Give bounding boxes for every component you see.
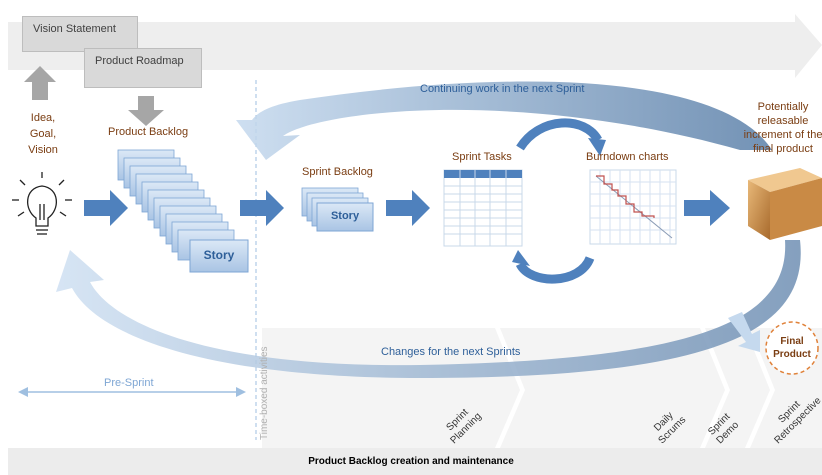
phase-chevron-planning: [262, 328, 520, 448]
sprint-backlog-stack: [301, 187, 374, 232]
product-backlog-title: Product Backlog: [108, 126, 189, 138]
cycle-arrow-bottom: [515, 255, 595, 284]
final-product-label: Final Product: [766, 335, 818, 361]
up-arrow-vision: [24, 66, 56, 100]
potentially-releasable-label: Potentially releasable increment of the …: [738, 100, 822, 156]
releasable-line-3: increment of the: [743, 129, 822, 141]
vision-band-arrow: [8, 14, 822, 78]
idea-label: Idea, Goal, Vision: [22, 110, 64, 158]
idea-line-1: Idea,: [30, 112, 56, 124]
pre-sprint-right-head: [236, 387, 246, 397]
pre-sprint-label: Pre-Sprint: [104, 377, 154, 389]
product-roadmap-doc: Product Roadmap: [84, 48, 202, 88]
sprint-backlog-title: Sprint Backlog: [302, 166, 373, 178]
product-backlog-stack: [117, 149, 249, 273]
idea-line-2: Goal,: [29, 128, 57, 140]
vision-statement-doc: Vision Statement: [22, 16, 138, 52]
bottom-band: [8, 448, 822, 475]
time-boxed-label: Time-boxed activities: [259, 346, 270, 440]
phase-chevron-demo: [705, 328, 770, 448]
continuing-work-label: Continuing work in the next Sprint: [420, 83, 585, 95]
releasable-line-1: Potentially: [757, 101, 809, 113]
flow-arrow-4: [684, 190, 730, 226]
vision-statement-label: Vision Statement: [33, 23, 116, 35]
final-product-circle: [765, 321, 819, 375]
cycle-arrow-top-head: [588, 138, 606, 156]
flow-arrow-1: [84, 190, 128, 226]
sprint-tasks-table: [443, 169, 523, 247]
lightbulb-icon: [12, 172, 72, 235]
final-product-line-1: Final: [780, 336, 804, 347]
product-roadmap-label: Product Roadmap: [95, 55, 184, 67]
burndown-chart: [589, 169, 677, 245]
final-product-line-2: Product: [773, 349, 811, 360]
story-card-small-label: Story: [330, 210, 360, 222]
final-product-arrow: [728, 312, 760, 352]
pre-sprint-left-head: [18, 387, 28, 397]
product-backlog-maintenance-label: Product Backlog creation and maintenance: [308, 456, 514, 467]
cycle-arrow-top: [516, 118, 602, 151]
story-card-large-label: Story: [203, 248, 235, 262]
cycle-arrow-bottom-head: [512, 250, 530, 266]
flow-arrow-3: [386, 190, 430, 226]
down-arrow-backlog: [128, 96, 164, 126]
releasable-line-4: final product: [753, 143, 813, 155]
sprint-tasks-title: Sprint Tasks: [452, 151, 512, 163]
idea-line-3: Vision: [28, 144, 58, 156]
changes-next-label: Changes for the next Sprints: [381, 346, 521, 358]
continuing-work-arc: [236, 81, 772, 160]
flow-arrow-2: [240, 190, 284, 226]
releasable-line-2: releasable: [757, 115, 809, 127]
burndown-charts-title: Burndown charts: [586, 151, 669, 163]
product-box-icon: [748, 168, 822, 240]
